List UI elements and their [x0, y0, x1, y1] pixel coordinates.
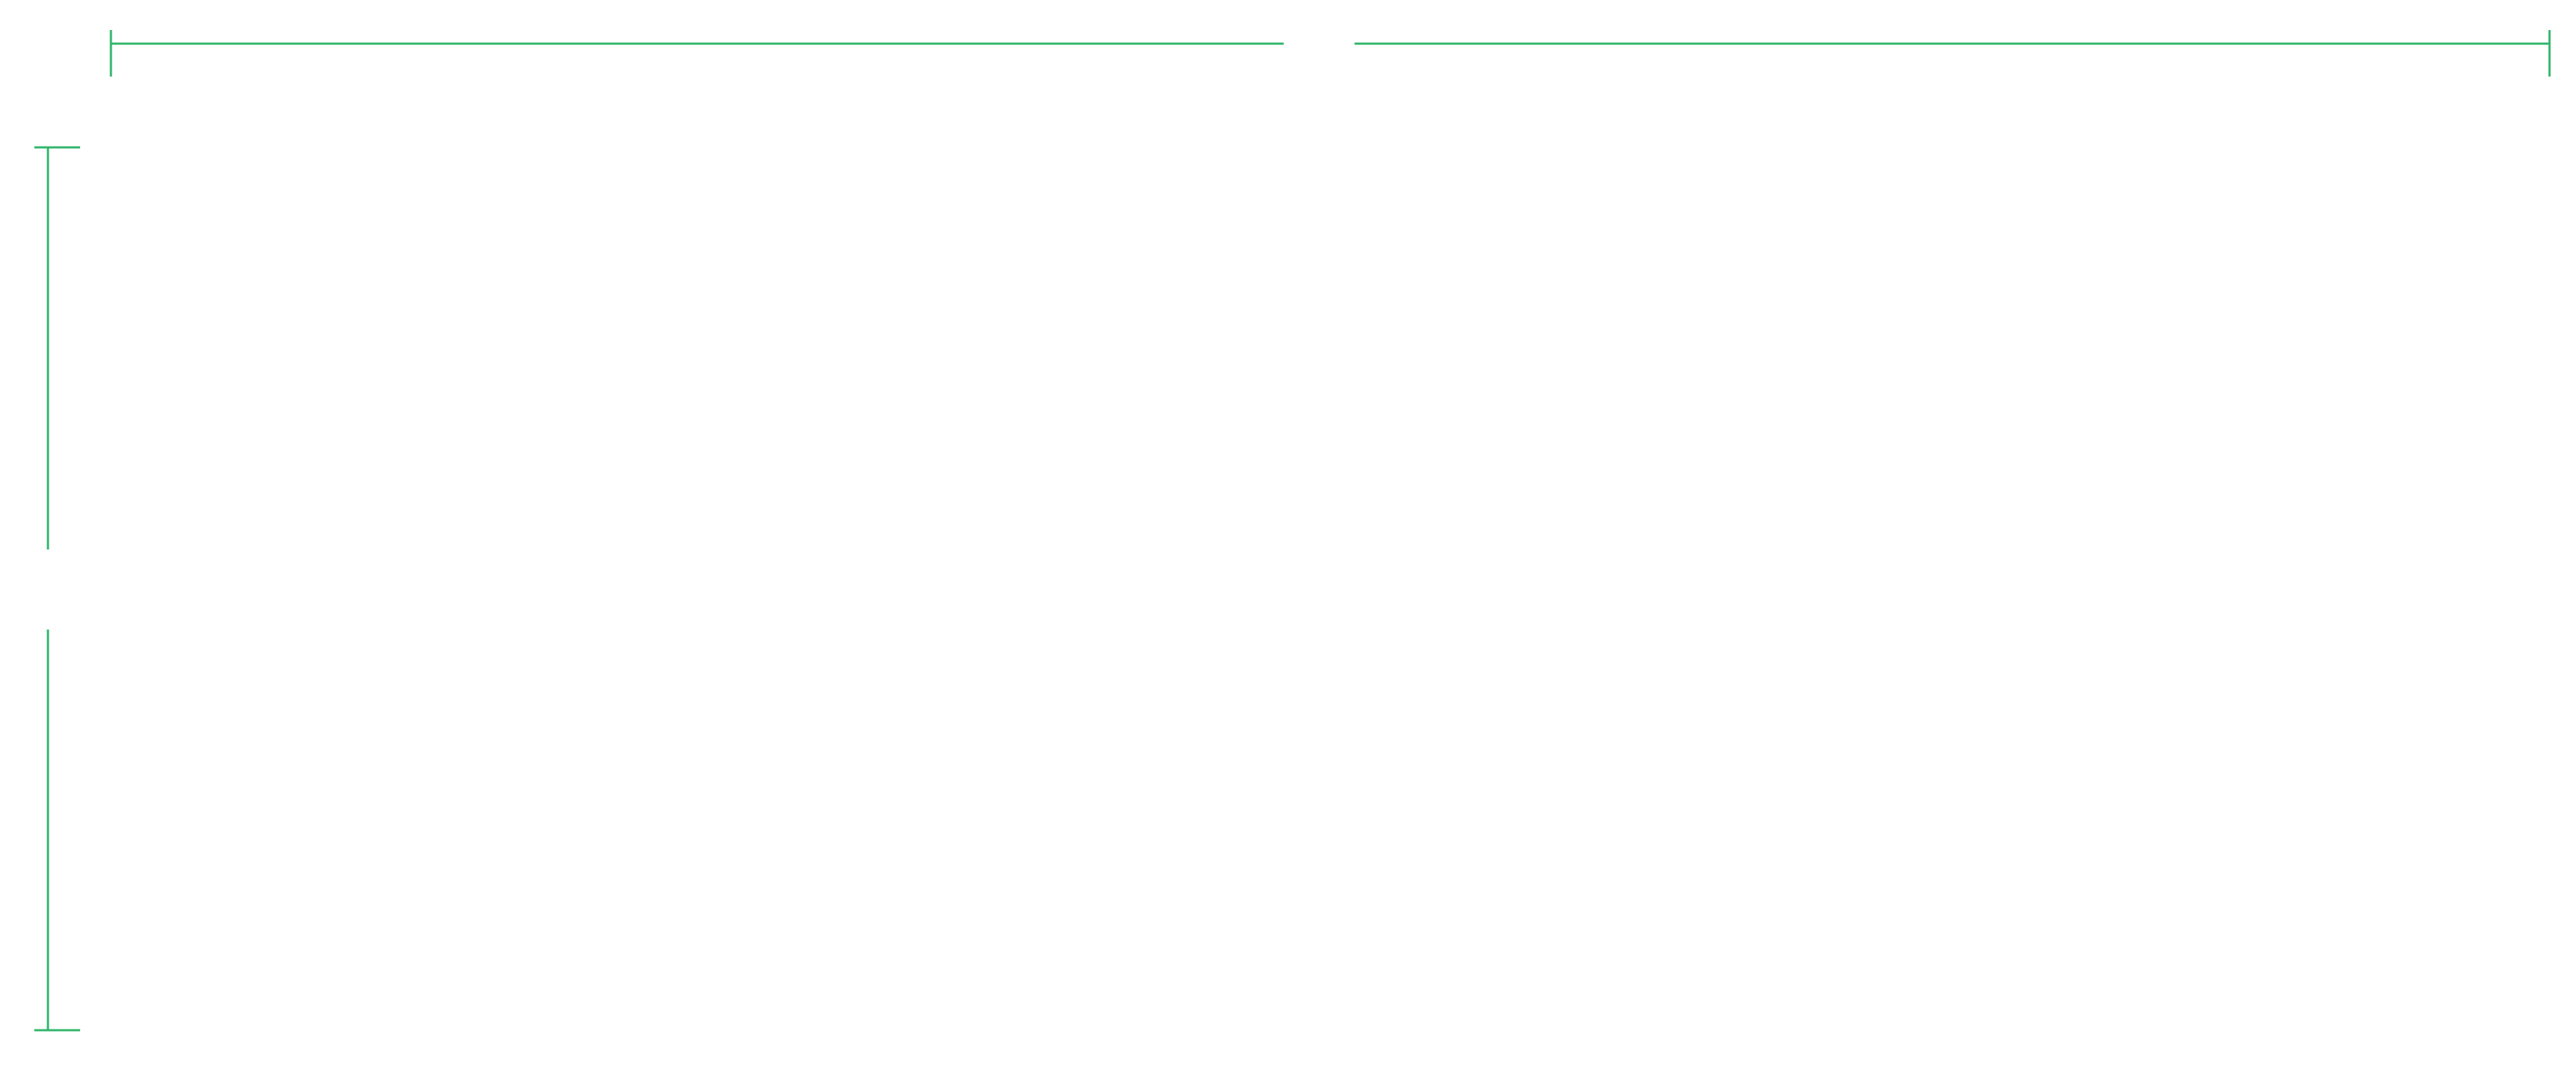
- width-dimension-guide: [109, 30, 2551, 77]
- height-dimension-guide: [34, 146, 80, 1032]
